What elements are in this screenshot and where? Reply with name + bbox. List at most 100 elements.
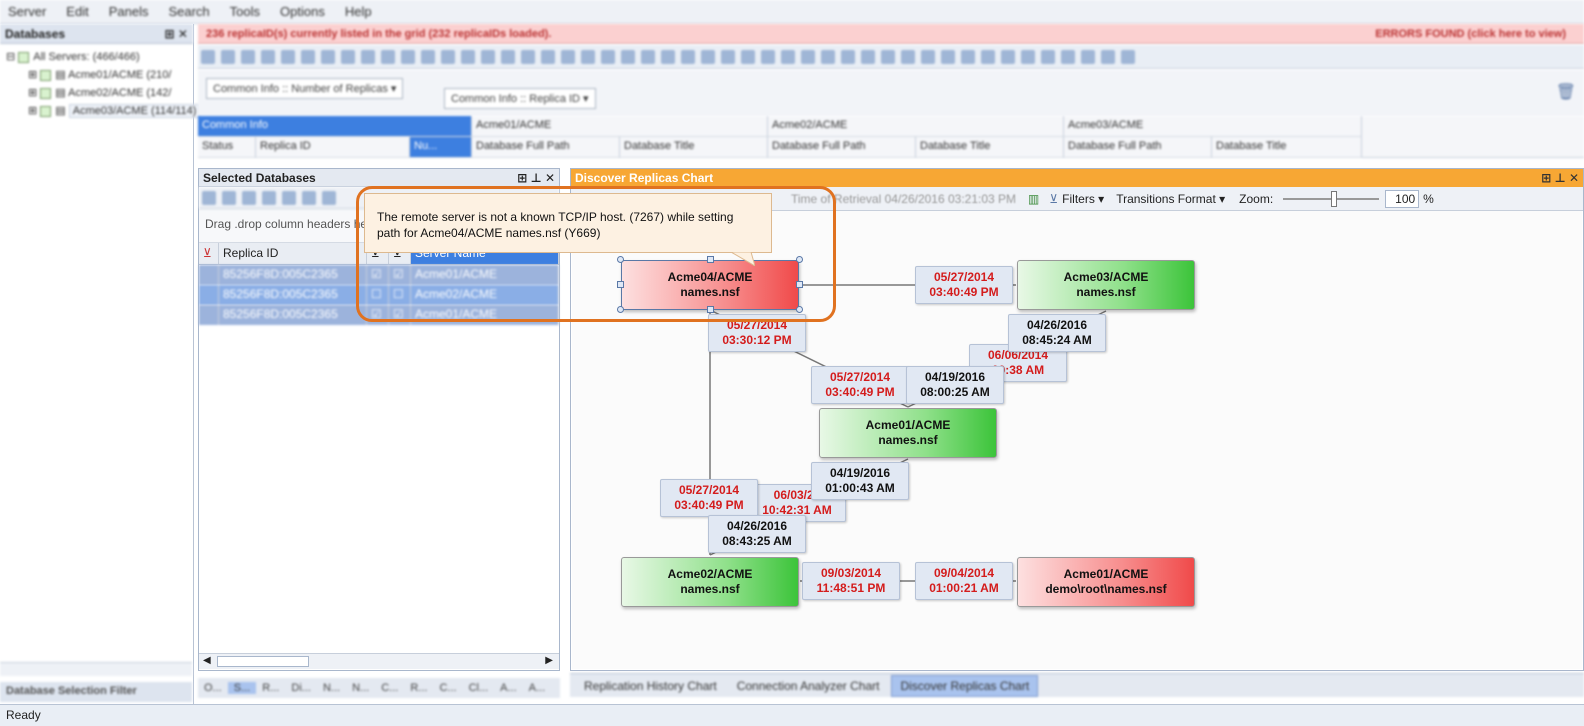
transitions-format-dropdown[interactable]: Transitions Format ▾ [1116, 191, 1226, 206]
tab[interactable]: S... [227, 682, 257, 694]
tab-connection-analyzer[interactable]: Connection Analyzer Chart [736, 678, 880, 693]
tree-item-acme01[interactable]: ⊞ ▤ Acme01/ACME (210/ [28, 69, 172, 81]
toolbar-icon[interactable] [1081, 50, 1095, 64]
checkbox[interactable] [40, 69, 52, 81]
band-common-info[interactable]: Common Info [198, 116, 472, 137]
band-acme03[interactable]: Acme03/ACME [1064, 116, 1362, 137]
tab[interactable]: R... [410, 682, 428, 694]
col-replica-id[interactable]: Replica ID [219, 243, 367, 264]
tab[interactable]: A... [500, 682, 517, 694]
expand-icon[interactable]: ⊞ [28, 69, 41, 81]
resize-handle[interactable] [796, 306, 803, 313]
checkbox[interactable]: ☑ [389, 305, 411, 325]
col-status[interactable]: Status [198, 137, 256, 158]
toolbar-icon[interactable] [201, 50, 215, 64]
panel-window-icons[interactable]: ⊞ ⊥ ✕ [1541, 171, 1579, 185]
toolbar-icon[interactable] [581, 50, 595, 64]
toolbar-icon[interactable] [661, 50, 675, 64]
resize-handle[interactable] [617, 256, 624, 263]
resize-handle[interactable] [796, 281, 803, 288]
checkbox[interactable]: ☐ [367, 285, 389, 305]
toolbar-icon[interactable] [701, 50, 715, 64]
toolbar-icon[interactable] [741, 50, 755, 64]
tab[interactable]: R... [262, 682, 280, 694]
zoom-slider-thumb[interactable] [1331, 190, 1338, 207]
toolbar-icon[interactable] [321, 50, 335, 64]
toolbar-icon[interactable] [521, 50, 535, 64]
toolbar-icon[interactable] [1101, 50, 1115, 64]
toolbar-icon[interactable] [441, 50, 455, 64]
toolbar-icon[interactable] [381, 50, 395, 64]
panel-window-icons[interactable]: ⊞ ⊥ ✕ [517, 171, 555, 185]
tree-item-acme02[interactable]: ⊞ ▤ Acme02/ACME (142/ [28, 87, 172, 99]
menu-panels[interactable]: Panels [108, 4, 149, 19]
expand-icon[interactable]: ⊞ [28, 87, 41, 99]
chart-icon[interactable]: ▥ [1028, 191, 1040, 206]
toolbar-icon[interactable] [561, 50, 575, 64]
scroll-left-icon[interactable]: ◀ [203, 655, 211, 666]
toolbar-icon[interactable] [881, 50, 895, 64]
panel-pin-close-icons[interactable]: ⊞ ✕ [164, 27, 188, 41]
checkbox[interactable]: ☐ [389, 285, 411, 305]
tab[interactable]: N... [322, 682, 341, 694]
horizontal-scrollbar[interactable] [0, 662, 192, 676]
tab[interactable]: O... [204, 682, 222, 694]
resize-handle[interactable] [707, 256, 714, 263]
toolbar-icon[interactable] [601, 50, 615, 64]
checkbox[interactable]: ☑ [367, 305, 389, 325]
filter-icon[interactable]: ⊻ [367, 243, 389, 264]
toolbar-icon[interactable] [1001, 50, 1015, 64]
col-db-path-1[interactable]: Database Full Path [472, 137, 620, 158]
checkbox[interactable] [18, 51, 30, 63]
toolbar-icon[interactable] [302, 191, 316, 205]
node-acme03-names[interactable]: Acme03/ACME names.nsf [1017, 260, 1195, 310]
toolbar-icon[interactable] [641, 50, 655, 64]
toolbar-icon[interactable] [461, 50, 475, 64]
zoom-slider[interactable] [1283, 190, 1380, 207]
toolbar-icon[interactable] [421, 50, 435, 64]
menu-edit[interactable]: Edit [66, 4, 89, 19]
toolbar-icon[interactable] [921, 50, 935, 64]
filter-icon[interactable]: ⊻ [389, 243, 411, 264]
menu-tools[interactable]: Tools [229, 4, 261, 19]
filter-icon[interactable]: ⊻ [1049, 191, 1059, 206]
checkbox[interactable] [40, 87, 52, 99]
database-selection-filter[interactable]: Database Selection Filter [0, 682, 192, 702]
node-acme01-names[interactable]: Acme01/ACME names.nsf [819, 408, 997, 458]
tree-item-acme03[interactable]: ⊞ ▤ Acme03/ACME (114/114) [6, 102, 201, 120]
col-db-path-2[interactable]: Database Full Path [768, 137, 916, 158]
col-db-title-3[interactable]: Database Title [1212, 137, 1362, 158]
toolbar-icon[interactable] [681, 50, 695, 64]
toolbar-icon[interactable] [821, 50, 835, 64]
trash-icon[interactable]: 🗑 [1555, 84, 1576, 101]
node-acme04-names[interactable]: Acme04/ACME names.nsf [621, 260, 799, 310]
tab-replication-history[interactable]: Replication History Chart [584, 678, 717, 693]
toolbar-icon[interactable] [961, 50, 975, 64]
tab[interactable]: C... [439, 682, 457, 694]
toolbar-icon[interactable] [721, 50, 735, 64]
toolbar-icon[interactable] [901, 50, 915, 64]
tab-discover-replicas[interactable]: Discover Replicas Chart [891, 674, 1039, 697]
group-chip-number-of-replicas[interactable]: Common Info :: Number of Replicas ▾ [206, 78, 404, 99]
tab[interactable]: A... [528, 682, 546, 694]
toolbar-icon[interactable] [241, 50, 255, 64]
toolbar-icon[interactable] [262, 191, 276, 205]
toolbar-icon[interactable] [222, 191, 236, 205]
toolbar-icon[interactable] [541, 50, 555, 64]
zoom-input[interactable]: 100 [1385, 189, 1420, 208]
toolbar-icon[interactable] [361, 50, 375, 64]
toolbar-icon[interactable] [281, 50, 295, 64]
toolbar-icon[interactable] [801, 50, 815, 64]
toolbar-icon[interactable] [781, 50, 795, 64]
toolbar-icon[interactable] [621, 50, 635, 64]
checkbox[interactable]: ☑ [389, 265, 411, 285]
checkbox[interactable]: ☑ [367, 265, 389, 285]
menu-server[interactable]: Server [8, 4, 47, 19]
